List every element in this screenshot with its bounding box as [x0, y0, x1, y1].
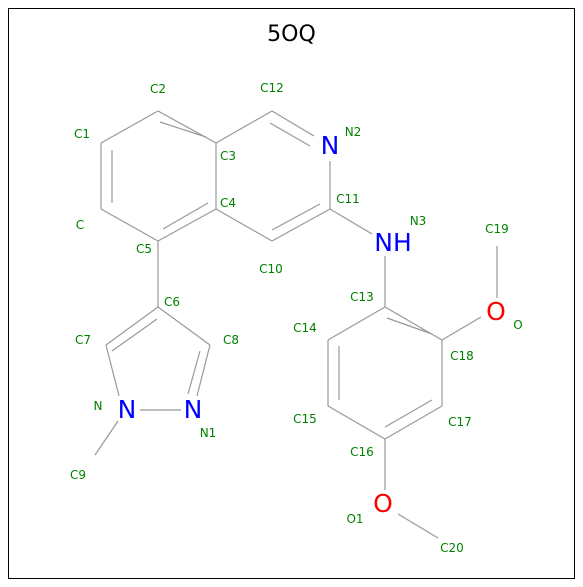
bond-o1-c20	[397, 513, 439, 539]
label-c10: C10	[259, 262, 283, 276]
label-c3: C3	[220, 149, 236, 163]
bond-c11-n3	[329, 208, 373, 235]
label-c1: C1	[74, 127, 90, 141]
atom-n-symbol: N	[118, 395, 137, 424]
label-c9: C9	[70, 468, 86, 482]
bond-c11-c10	[271, 208, 331, 242]
label-c6: C6	[164, 295, 180, 309]
label-c5: C5	[136, 242, 152, 256]
bond-c8-n1	[196, 344, 211, 397]
label-n3: N3	[410, 214, 427, 228]
bond-c12-n2-inner	[269, 122, 311, 147]
bond-c3-c2-inner	[159, 121, 207, 138]
label-n1: N1	[200, 426, 217, 440]
diagram-frame	[8, 8, 575, 579]
atom-n1-symbol: N	[184, 395, 203, 424]
label-c8: C8	[223, 333, 239, 347]
bond-c3-c12	[215, 110, 273, 144]
label-c13: C13	[350, 290, 374, 304]
bond-c18-c13	[384, 306, 443, 341]
bond-c15-c16	[327, 405, 386, 440]
bond-c16-c17	[384, 405, 443, 440]
bond-c12-n2	[271, 110, 315, 137]
bond-c5-c4-inner	[162, 202, 209, 230]
label-c7: C7	[75, 333, 91, 347]
label-n: N	[94, 399, 103, 413]
atom-labels: C C1 C2 C3 C4 C5 C6 C7 C8 C9 C10 C11 C12…	[70, 81, 523, 555]
bond-c6-c7-inner	[111, 318, 158, 352]
label-c18: C18	[450, 349, 474, 363]
bond-c-c5	[100, 208, 159, 242]
bond-c18-o	[441, 316, 482, 341]
atom-n3-symbol: NH	[374, 228, 412, 257]
label-n2: N2	[345, 125, 362, 139]
bond-c16-c17-inner	[384, 399, 433, 428]
bond-c8-n1-inner	[187, 350, 201, 395]
label-c17: C17	[448, 415, 472, 429]
molecule-title: 5OQ	[267, 22, 316, 47]
atom-n2-symbol: N	[321, 131, 340, 160]
label-c: C	[76, 218, 84, 232]
bonds	[94, 110, 498, 539]
label-c11: C11	[336, 192, 360, 206]
label-c4: C4	[220, 196, 236, 210]
bond-c6-c7	[105, 306, 159, 346]
bond-c6-c8	[157, 306, 211, 346]
bond-c7-n	[105, 344, 120, 397]
atom-symbols: N NH N N O O	[118, 131, 506, 518]
label-c19: C19	[485, 222, 509, 236]
label-c2: C2	[150, 82, 166, 96]
atom-o1-symbol: O	[373, 489, 393, 518]
label-c12: C12	[260, 81, 284, 95]
label-o1: O1	[346, 512, 363, 526]
bond-c5-c4	[157, 208, 217, 242]
label-o: O	[513, 318, 522, 332]
bond-c3-c2	[157, 110, 217, 144]
label-c20: C20	[440, 541, 464, 555]
bond-c18-c13-inner	[386, 317, 433, 335]
bond-c10-c4	[215, 208, 273, 242]
bond-c11-c10-inner	[271, 203, 321, 231]
label-c14: C14	[293, 321, 317, 335]
atom-o-symbol: O	[486, 297, 506, 326]
label-c16: C16	[350, 445, 374, 459]
bond-c2-c1	[100, 110, 159, 144]
label-c15: C15	[293, 412, 317, 426]
bond-c13-c14	[327, 306, 386, 341]
bond-n-c9	[94, 420, 119, 456]
